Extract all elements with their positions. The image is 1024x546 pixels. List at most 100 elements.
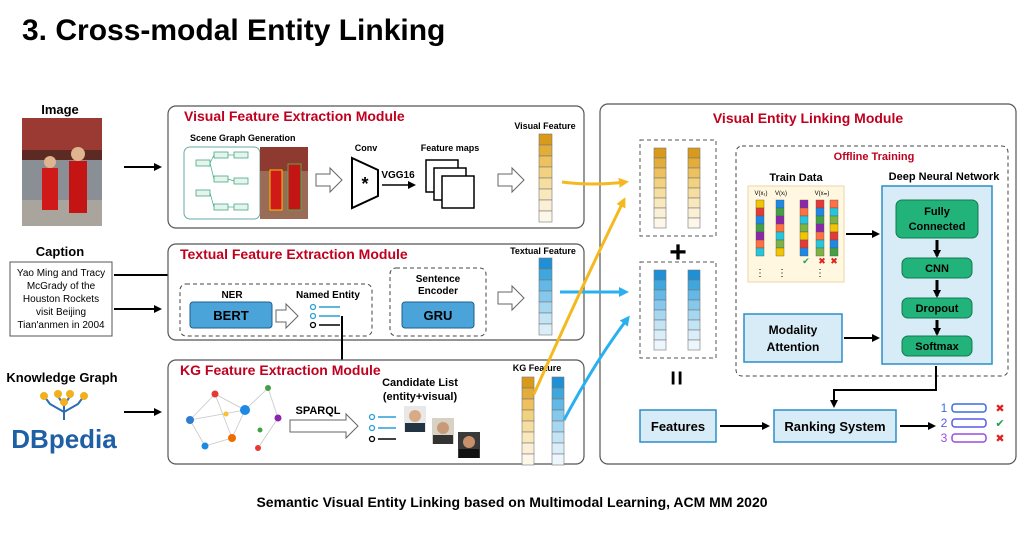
footer-citation: Semantic Visual Entity Linking based on … (256, 494, 768, 510)
concat-visual-vector-2 (687, 147, 701, 229)
dropout-layer (901, 297, 973, 319)
feature-cell (687, 309, 701, 321)
feature-cell (551, 376, 565, 389)
feature-cell (653, 319, 667, 331)
train-cell (799, 199, 809, 209)
reject-icon: ✖ (995, 433, 1004, 445)
ranked-result-list: 1 2 3 ✖ ✔ ✖ (941, 401, 1005, 445)
feature-cell (653, 147, 667, 159)
feature-cell (653, 299, 667, 311)
train-cell (815, 215, 825, 225)
train-cell (755, 215, 765, 225)
feature-cell (551, 409, 565, 422)
sentence-encoder-label-2: Encoder (418, 286, 458, 297)
textual-feature-vector (538, 257, 553, 336)
feature-cell (653, 279, 667, 291)
caption-box (9, 261, 113, 337)
train-cell (775, 239, 785, 249)
bert-label: BERT (213, 308, 248, 323)
feature-cell (538, 268, 553, 281)
gru-to-feature-arrow-icon (497, 284, 525, 312)
sparql-label: SPARQL (295, 405, 340, 417)
feature-cell (653, 177, 667, 189)
ner-label: NER (221, 290, 243, 301)
train-cell (799, 247, 809, 257)
dnn-to-ranking-arrow (830, 366, 937, 408)
feature-cell (687, 177, 701, 189)
svg-text:V(x₁): V(x₁) (754, 191, 767, 197)
features-box (639, 409, 717, 443)
scene-graph-label: Scene Graph Generation (190, 133, 296, 143)
sentence-encoder-label-1: Sentence (416, 274, 461, 285)
train-cell (829, 199, 839, 209)
feature-cell (521, 409, 535, 422)
feature-cell (521, 442, 535, 455)
dbpedia-logo-icon: DBpedia (11, 390, 117, 454)
cnn-label: CNN (925, 263, 949, 275)
modality-attention-label-1: Modality (769, 323, 818, 337)
page-title: 3. Cross-modal Entity Linking (22, 14, 446, 47)
feature-cell (687, 217, 701, 229)
train-cell (775, 247, 785, 257)
gru-box (401, 301, 475, 329)
train-cell (755, 199, 765, 209)
train-cell (829, 239, 839, 249)
named-entity-label: Named Entity (296, 290, 360, 301)
modality-attention-box (743, 313, 843, 363)
fully-connected-label-1: Fully (924, 206, 951, 218)
visual-concat-box (639, 139, 717, 237)
svg-text:⋮: ⋮ (815, 268, 825, 279)
maps-to-feature-arrow-icon (497, 166, 525, 194)
feature-cell (653, 197, 667, 209)
svg-text:DBpedia: DBpedia (11, 424, 117, 454)
train-cell (755, 231, 765, 241)
train-cell (829, 231, 839, 241)
feature-cell (653, 289, 667, 301)
kg-feature-label: KG Feature (513, 363, 562, 373)
feature-cell (653, 187, 667, 199)
feature-cell (551, 420, 565, 433)
train-data-label: Train Data (769, 172, 823, 184)
svg-text:McGrady of the: McGrady of the (27, 281, 96, 292)
feature-cell (551, 431, 565, 444)
sentence-encoder-group-box (389, 267, 487, 337)
feature-cell (538, 177, 553, 190)
feature-cell (687, 147, 701, 159)
visual-to-concat-arrow (561, 177, 629, 188)
conv-trapezoid-icon (351, 156, 379, 210)
kg-feature-vector-visual (551, 376, 565, 466)
feature-cell (653, 167, 667, 179)
feature-cell (521, 453, 535, 466)
train-cell (775, 231, 785, 241)
dropout-label: Dropout (916, 303, 959, 315)
feature-maps-icon (425, 159, 475, 209)
svg-text:1: 1 (941, 401, 948, 415)
textual-module-title: Textual Feature Extraction Module (180, 246, 408, 262)
train-cell (799, 231, 809, 241)
svg-text:Houston Rockets: Houston Rockets (23, 294, 99, 305)
train-cell (815, 247, 825, 257)
svg-text:✖: ✖ (830, 256, 838, 266)
candidate-portraits (404, 406, 480, 458)
train-cell (829, 223, 839, 233)
feature-cell (538, 155, 553, 168)
train-cell (829, 247, 839, 257)
textual-feature-label: Textual Feature (510, 246, 576, 256)
equals-icon: = (662, 370, 692, 385)
feature-cell (538, 210, 553, 223)
feature-cell (687, 319, 701, 331)
train-cell (815, 231, 825, 241)
textual-concat-box (639, 261, 717, 359)
feature-cell (521, 398, 535, 411)
bert-box (189, 301, 273, 329)
scene-graph-thumbnail (183, 146, 308, 220)
train-cell (755, 247, 765, 257)
caption-label: Caption (36, 244, 84, 259)
fully-connected-layer (895, 199, 979, 239)
train-labels-icons: ✔ ✖ ✖ ⋮ ⋮ ⋮ (755, 256, 838, 279)
input-image-photo (22, 118, 102, 226)
train-cell (775, 199, 785, 209)
feature-cell (653, 269, 667, 281)
feature-cell (687, 329, 701, 341)
